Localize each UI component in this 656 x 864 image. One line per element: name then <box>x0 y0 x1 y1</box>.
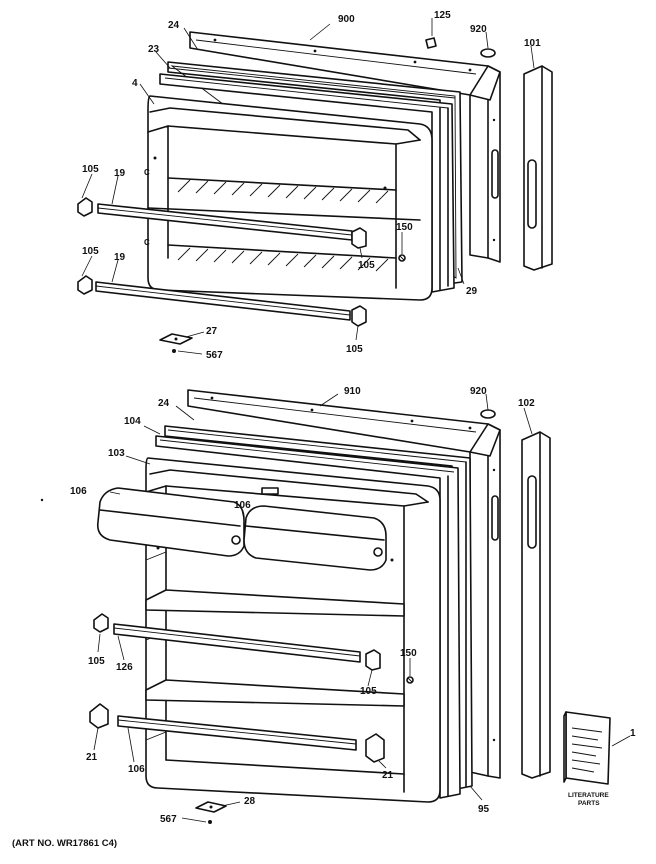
lower-door-assembly: LITERATURE PARTS 910 920 102 <box>70 386 636 825</box>
label-125: 125 <box>434 10 451 21</box>
literature-booklet <box>563 711 611 785</box>
label-105: 105 <box>88 656 105 667</box>
upper-leader-lines <box>81 18 535 355</box>
label-105: 105 <box>82 164 99 175</box>
upper-shelf-bracket-left-1 <box>77 197 93 217</box>
lower-bracket-28 <box>195 801 227 813</box>
upper-plug-920 <box>480 48 496 58</box>
label-95: 95 <box>478 804 490 815</box>
label-150: 150 <box>400 648 417 659</box>
upper-screw-567 <box>172 349 176 353</box>
label-104: 104 <box>124 416 141 427</box>
lower-plug-920 <box>480 409 496 419</box>
label-105: 105 <box>82 246 99 257</box>
upper-shelf-bracket-right-2 <box>351 305 367 327</box>
lower-hinge-pin <box>261 487 279 495</box>
art-number: (ART NO. WR17861 C4) <box>12 838 117 849</box>
lower-outer-door-panel <box>187 389 501 779</box>
label-567: 567 <box>206 350 223 361</box>
label-4: 4 <box>132 78 138 89</box>
label-21: 21 <box>382 770 394 781</box>
label-910: 910 <box>344 386 361 397</box>
label-920: 920 <box>470 386 487 397</box>
label-103: 103 <box>108 448 125 459</box>
literature-label-line2: PARTS <box>578 800 600 807</box>
stray-dot <box>40 498 44 502</box>
svg-text:C: C <box>144 168 150 177</box>
label-19: 19 <box>114 168 126 179</box>
label-19: 19 <box>114 252 126 263</box>
label-105: 105 <box>346 344 363 355</box>
lower-screw <box>406 676 414 684</box>
label-28: 28 <box>244 796 256 807</box>
label-106: 106 <box>70 486 87 497</box>
label-105: 105 <box>360 686 377 697</box>
upper-outer-door-panel <box>189 31 501 263</box>
label-101: 101 <box>524 38 541 49</box>
label-23: 23 <box>148 44 160 55</box>
upper-shelf-bracket-left-2 <box>77 275 93 295</box>
upper-door-assembly: C C <box>77 10 553 361</box>
upper-bracket-27 <box>159 333 193 345</box>
label-126: 126 <box>116 662 133 673</box>
upper-screw <box>398 254 406 262</box>
literature-label-line1: LITERATURE <box>568 792 609 799</box>
lower-leader-lines <box>93 393 631 823</box>
label-105: 105 <box>358 260 375 271</box>
label-106: 106 <box>128 764 145 775</box>
label-24: 24 <box>168 20 180 31</box>
lower-shelf-bracket-right-105 <box>365 649 381 671</box>
upper-handle-101 <box>523 65 553 271</box>
label-920: 920 <box>470 24 487 35</box>
upper-shelf-bar-2 <box>95 281 351 321</box>
upper-inner-door-liner: C C <box>144 95 433 301</box>
label-102: 102 <box>518 398 535 409</box>
lower-screw-567 <box>208 820 212 824</box>
lower-shelf-bar-126 <box>113 623 361 663</box>
lower-shelf-bracket-right-21 <box>365 733 385 763</box>
label-150: 150 <box>396 222 413 233</box>
lower-shelf-bracket-left-21 <box>89 703 109 729</box>
lower-handle-102 <box>521 431 551 779</box>
lower-shelf-bar-106 <box>117 715 357 751</box>
label-106: 106 <box>234 500 251 511</box>
label-567: 567 <box>160 814 177 825</box>
label-21: 21 <box>86 752 98 763</box>
lower-shelf-bracket-left-105 <box>93 613 109 633</box>
label-1: 1 <box>630 728 636 739</box>
label-27: 27 <box>206 326 218 337</box>
lower-dairy-door-right <box>243 505 387 571</box>
label-24: 24 <box>158 398 170 409</box>
svg-text:C: C <box>144 238 150 247</box>
upper-part-125 <box>425 37 437 49</box>
label-900: 900 <box>338 14 355 25</box>
lower-door-gasket <box>155 425 473 799</box>
upper-shelf-bracket-right-1 <box>351 227 367 249</box>
label-29: 29 <box>466 286 478 297</box>
